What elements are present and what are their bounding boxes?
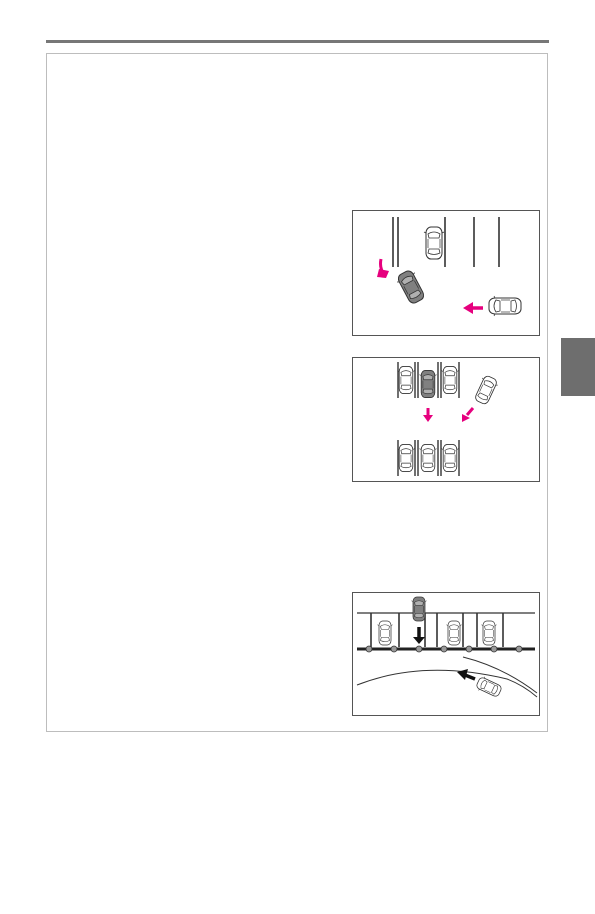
- reversing-car-icon: [419, 369, 437, 399]
- parked-car-icon: [481, 620, 497, 646]
- parked-car-icon: [441, 443, 459, 473]
- content-frame: [46, 53, 548, 732]
- direction-arrow-icon: [464, 673, 476, 681]
- entering-car-icon: [411, 596, 427, 622]
- approaching-car-icon: [472, 373, 500, 407]
- chapter-index-tab[interactable]: [561, 338, 595, 396]
- reversing-car-icon: [394, 267, 428, 307]
- header-rule: [46, 40, 549, 43]
- approaching-car-icon: [488, 295, 522, 317]
- road-edge: [462, 656, 538, 694]
- parked-car-icon: [397, 365, 415, 395]
- parked-car-icon: [419, 443, 437, 473]
- parked-car-icon: [423, 226, 445, 260]
- sensor-marker: [365, 645, 523, 653]
- figure-reverse-parking: [352, 210, 540, 336]
- approaching-car-icon: [474, 674, 504, 700]
- parked-car-icon: [397, 443, 415, 473]
- parked-car-icon: [441, 365, 459, 395]
- figure-parking-between-vehicles: [352, 357, 540, 482]
- road-edge: [356, 669, 538, 698]
- figure-curved-road-parking: [352, 592, 540, 716]
- parking-line: [392, 217, 500, 267]
- parked-car-icon: [446, 620, 462, 646]
- direction-arrow-icon: [465, 407, 475, 416]
- parked-car-icon: [377, 620, 393, 646]
